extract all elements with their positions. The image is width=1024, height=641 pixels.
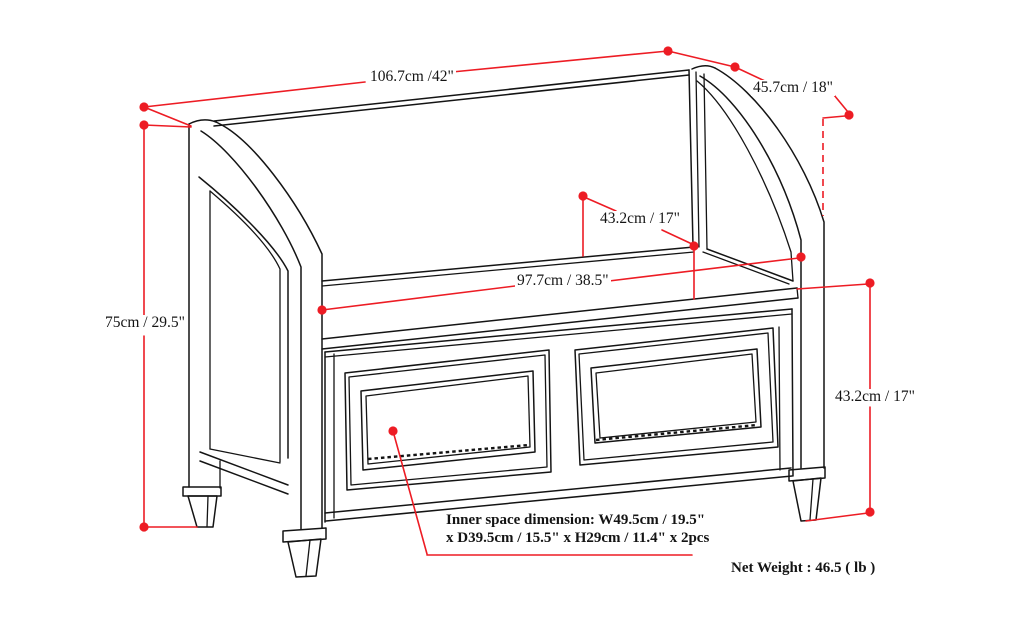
bench-right-arm [691,65,825,469]
seat-to-back-height-label: 43.2cm / 17" [598,210,682,227]
overall-height-label: 75cm / 29.5" [103,314,187,331]
cabinet-carcass [324,308,794,523]
bench-left-arm [188,119,323,530]
inner-space-note-line2: x D39.5cm / 15.5" x H29cm / 11.4" x 2pcs [446,530,710,546]
seat-width-label: 97.7cm / 38.5" [515,272,611,289]
inner-space-note-line1: Inner space dimension: W49.5cm / 19.5" [446,512,706,528]
bench-legs [182,466,826,578]
overall-width-label: 106.7cm /42" [368,68,456,85]
dimension-lines [143,50,871,556]
dimension-dots [139,46,875,532]
overall-depth-label: 45.7cm / 18" [751,79,835,96]
floor-to-seat-height-label: 43.2cm / 17" [833,388,917,405]
bench-back-panel [213,69,708,250]
cabinet-right-door [574,327,779,466]
cabinet-left-door [344,349,552,491]
net-weight-label: Net Weight : 46.5 ( lb ) [731,560,876,576]
